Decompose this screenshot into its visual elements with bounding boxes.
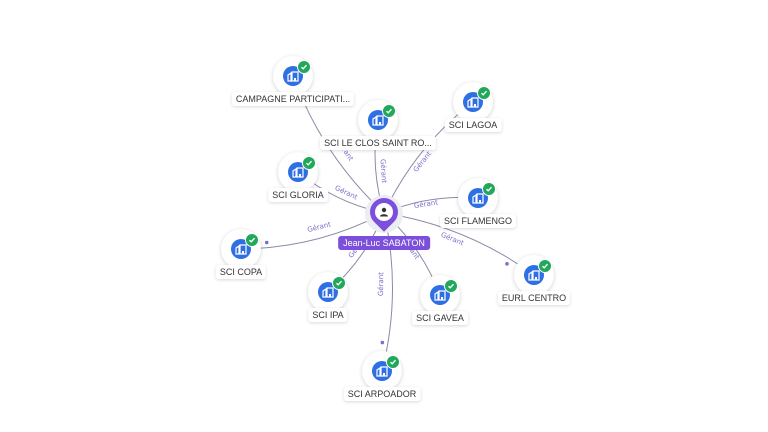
check-icon — [245, 233, 259, 247]
center-node-label[interactable]: Jean-Luc SABATON — [338, 236, 430, 250]
company-node-lagoa[interactable] — [453, 82, 493, 122]
company-node-ipa[interactable] — [308, 272, 348, 312]
check-icon — [538, 259, 552, 273]
check-icon — [332, 276, 346, 290]
check-icon — [482, 182, 496, 196]
company-node-gloria[interactable] — [278, 152, 318, 192]
edge-label-centro: Gérant — [440, 231, 466, 248]
company-label-campagne[interactable]: CAMPAGNE PARTICIPATI... — [231, 92, 355, 106]
company-label-gloria[interactable]: SCI GLORIA — [268, 188, 328, 202]
edge-arrow-arpoador — [380, 340, 385, 345]
company-label-lagoa[interactable]: SCI LAGOA — [444, 118, 502, 132]
edge-label-clos: Gérant — [379, 159, 389, 184]
company-node-gavea[interactable] — [420, 275, 460, 315]
company-label-flamengo[interactable]: SCI FLAMENGO — [439, 214, 517, 228]
check-icon — [297, 60, 311, 74]
company-node-centro[interactable] — [514, 255, 554, 295]
check-icon — [477, 86, 491, 100]
company-label-copa[interactable]: SCI COPA — [215, 265, 267, 279]
company-node-flamengo[interactable] — [458, 178, 498, 218]
check-icon — [382, 104, 396, 118]
company-node-clos[interactable] — [358, 100, 398, 140]
check-icon — [302, 156, 316, 170]
edge-label-copa: Gérant — [307, 220, 333, 234]
company-node-copa[interactable] — [221, 229, 261, 269]
company-label-clos[interactable]: SCI LE CLOS SAINT RO... — [320, 136, 436, 150]
company-node-campagne[interactable] — [273, 56, 313, 96]
edge-label-gloria: Gérant — [334, 184, 359, 202]
edge-label-flamengo: Gérant — [413, 198, 438, 210]
company-label-arpoador[interactable]: SCI ARPOADOR — [343, 387, 421, 401]
edge-arrow-copa — [264, 240, 269, 245]
company-label-ipa[interactable]: SCI IPA — [308, 308, 348, 322]
edge-label-arpoador: Gérant — [377, 272, 385, 296]
company-label-gavea[interactable]: SCI GAVEA — [412, 311, 468, 325]
person-icon — [375, 203, 393, 221]
check-icon — [386, 355, 400, 369]
company-node-arpoador[interactable] — [362, 351, 402, 391]
check-icon — [444, 279, 458, 293]
company-label-centro[interactable]: EURL CENTRO — [497, 291, 571, 305]
edge-arrow-centro — [505, 262, 509, 266]
